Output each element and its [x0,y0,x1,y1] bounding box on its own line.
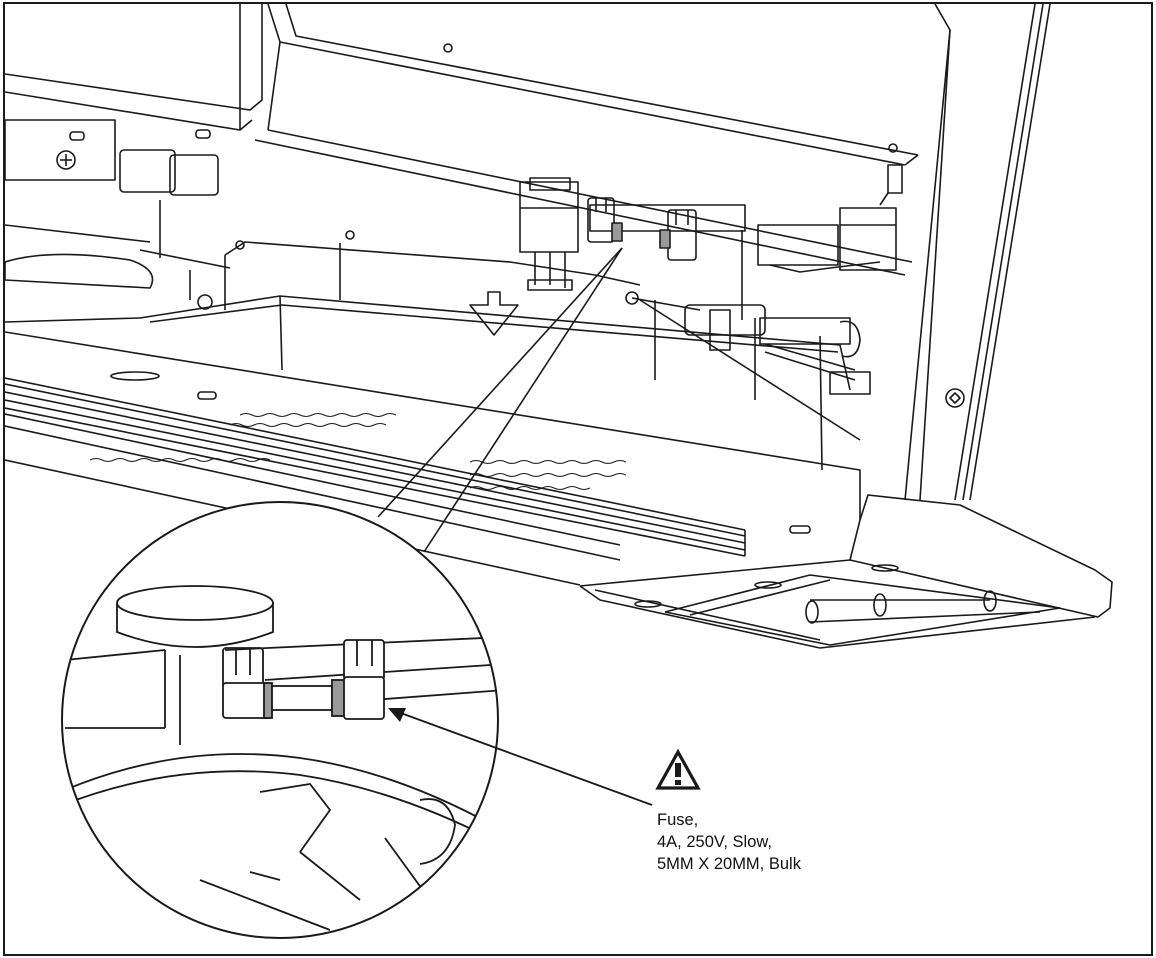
magnifier-leaders [377,247,623,553]
detail-magnifier [61,501,499,939]
warning-triangle-icon [655,748,701,790]
fuse-detail [222,639,385,720]
callout-line-1: Fuse, [657,811,699,829]
foot-tray [579,494,1113,649]
fuse-callout-text: Fuse, 4A, 250V, Slow, 5MM X 20MM, Bulk [657,809,801,875]
connector-block [519,177,579,291]
callout-line-3: 5MM X 20MM, Bulk [657,855,801,873]
rear-panel [254,4,919,276]
fuse-holder-main [587,197,746,320]
side-wall [879,4,1051,501]
callout-line-2: 4A, 250V, Slow, [657,833,772,851]
left-bracket [5,4,263,310]
front-rails [5,317,861,586]
right-connector [625,207,897,395]
callout-arrow [388,708,653,806]
